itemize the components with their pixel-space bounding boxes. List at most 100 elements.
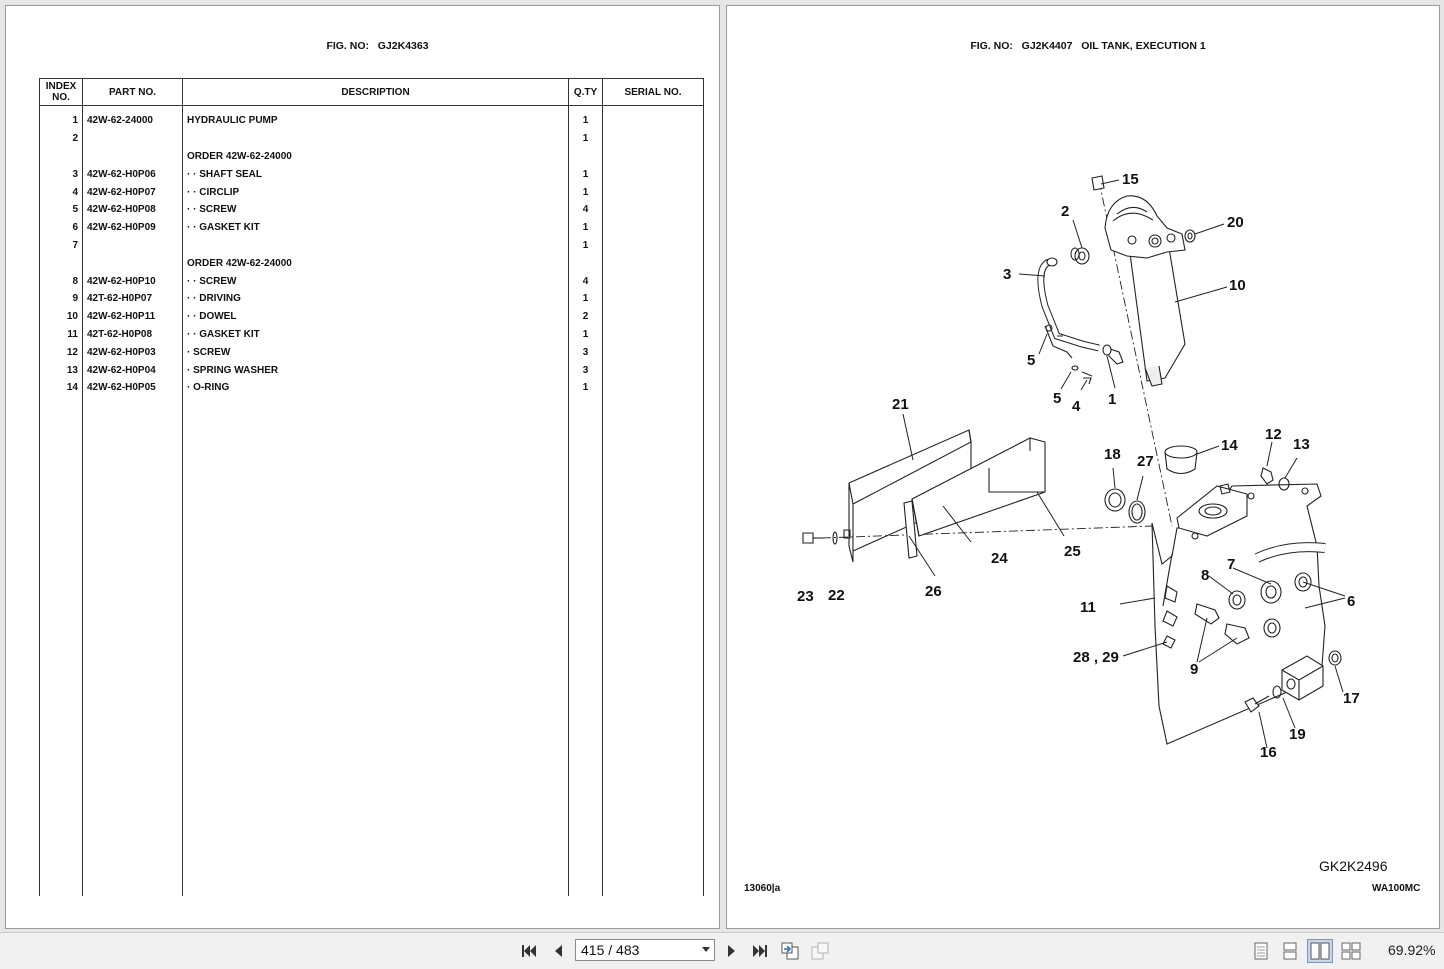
serial-cell (602, 105, 704, 130)
col-header-serial: SERIAL NO. (602, 78, 704, 106)
part-cell: 42W-62-H0P04 (82, 361, 183, 379)
serial-cell (602, 289, 704, 308)
qty-cell: 2 (568, 307, 603, 326)
index-cell: 7 (39, 236, 83, 255)
table-row: ORDER 42W-62-24000 (39, 254, 704, 273)
serial-cell (602, 147, 704, 166)
first-page-button[interactable] (518, 940, 540, 962)
col-header-part: PART NO. (82, 78, 183, 106)
index-cell: 11 (39, 325, 83, 344)
col-header-description: DESCRIPTION (182, 78, 569, 106)
index-cell: 8 (39, 272, 83, 290)
part-cell: 42W-62-H0P09 (82, 218, 183, 237)
qty-cell: 4 (568, 200, 603, 219)
description-cell: HYDRAULIC PUMP (182, 105, 569, 130)
next-page-button[interactable] (721, 940, 743, 962)
left-fig-title: FIG. NO: GJ2K4363 (326, 40, 429, 52)
page-forward-button[interactable] (809, 940, 831, 962)
part-cell: 42T-62-H0P07 (82, 289, 183, 308)
part-cell: 42W-62-H0P10 (82, 272, 183, 290)
index-cell: 3 (39, 165, 83, 184)
continuous-view-button[interactable] (1279, 940, 1301, 962)
serial-cell (602, 200, 704, 219)
callout-13: 13 (1293, 436, 1310, 453)
description-cell: · SPRING WASHER (182, 361, 569, 379)
chevron-down-icon (702, 947, 710, 952)
description-cell: · · GASKET KIT (182, 218, 569, 237)
index-cell: 2 (39, 129, 83, 148)
qty-cell: 3 (568, 361, 603, 379)
qty-cell: 3 (568, 343, 603, 362)
part-cell: 42W-62-H0P05 (82, 378, 183, 397)
part-cell (82, 147, 183, 166)
serial-cell (602, 325, 704, 344)
callout-7: 7 (1227, 556, 1235, 573)
rotate-pages-button[interactable] (779, 940, 801, 962)
callout-20: 20 (1227, 214, 1244, 231)
empty-cell (568, 396, 603, 896)
part-cell: 42W-62-H0P07 (82, 183, 183, 201)
two-page-continuous-button[interactable] (1340, 940, 1362, 962)
callout-11: 11 (1080, 599, 1096, 616)
index-cell: 14 (39, 378, 83, 397)
callout-25: 25 (1064, 543, 1081, 560)
first-page-icon (522, 945, 536, 957)
qty-cell (568, 254, 603, 273)
callout-22: 22 (828, 587, 845, 604)
description-cell: · · SHAFT SEAL (182, 165, 569, 184)
description-cell (182, 236, 569, 255)
qty-cell: 1 (568, 236, 603, 255)
viewer-toolbar: 415 / 483 69.92% (0, 932, 1444, 969)
index-cell (39, 254, 83, 273)
last-page-icon (753, 945, 767, 957)
qty-cell: 1 (568, 218, 603, 237)
last-page-button[interactable] (749, 940, 771, 962)
callout-26: 26 (925, 583, 942, 600)
left-page: FIG. NO: GJ2K4363 INDEX NO. PART NO. DES… (5, 5, 720, 929)
part-cell (82, 254, 183, 273)
description-cell: · · DOWEL (182, 307, 569, 326)
description-cell: · · CIRCLIP (182, 183, 569, 201)
parts-table: INDEX NO. PART NO. DESCRIPTION Q.TY SERI… (39, 78, 704, 896)
table-header-row: INDEX NO. PART NO. DESCRIPTION Q.TY SERI… (39, 78, 704, 106)
callout-15: 15 (1122, 171, 1139, 188)
drawing-code: GK2K2496 (1319, 858, 1388, 874)
callout-21: 21 (892, 396, 909, 413)
callout-23: 23 (797, 588, 814, 605)
oil-tank-exploded-diagram: 15 2 20 3 10 5 5 4 1 21 18 27 14 12 13 2… (797, 171, 1360, 761)
callout-18: 18 (1104, 446, 1121, 463)
two-page-continuous-icon (1341, 942, 1361, 960)
index-cell: 9 (39, 289, 83, 308)
callout-5a: 5 (1027, 352, 1035, 369)
empty-cell (182, 396, 569, 896)
empty-cell (39, 396, 83, 896)
page-number-select[interactable]: 415 / 483 (575, 939, 715, 961)
serial-cell (602, 254, 704, 273)
description-cell: · · SCREW (182, 200, 569, 219)
callout-4: 4 (1072, 398, 1081, 415)
two-page-view-button[interactable] (1307, 939, 1333, 963)
prev-page-button[interactable] (547, 940, 569, 962)
callout-3: 3 (1003, 266, 1011, 283)
serial-cell (602, 218, 704, 237)
page-footer-left: 13060|a (744, 883, 781, 894)
index-cell: 10 (39, 307, 83, 326)
table-row: ORDER 42W-62-24000 (39, 147, 704, 166)
callout-19: 19 (1289, 726, 1306, 743)
col-header-qty: Q.TY (568, 78, 603, 106)
part-cell: 42W-62-H0P03 (82, 343, 183, 362)
next-page-icon (728, 945, 735, 957)
callout-2: 2 (1061, 203, 1069, 220)
part-cell: 42T-62-H0P08 (82, 325, 183, 344)
callout-17: 17 (1343, 690, 1360, 707)
single-page-view-button[interactable] (1250, 940, 1272, 962)
zoom-level[interactable]: 69.92% (1388, 942, 1436, 958)
page-footer-right: WA100MC (1372, 883, 1421, 894)
